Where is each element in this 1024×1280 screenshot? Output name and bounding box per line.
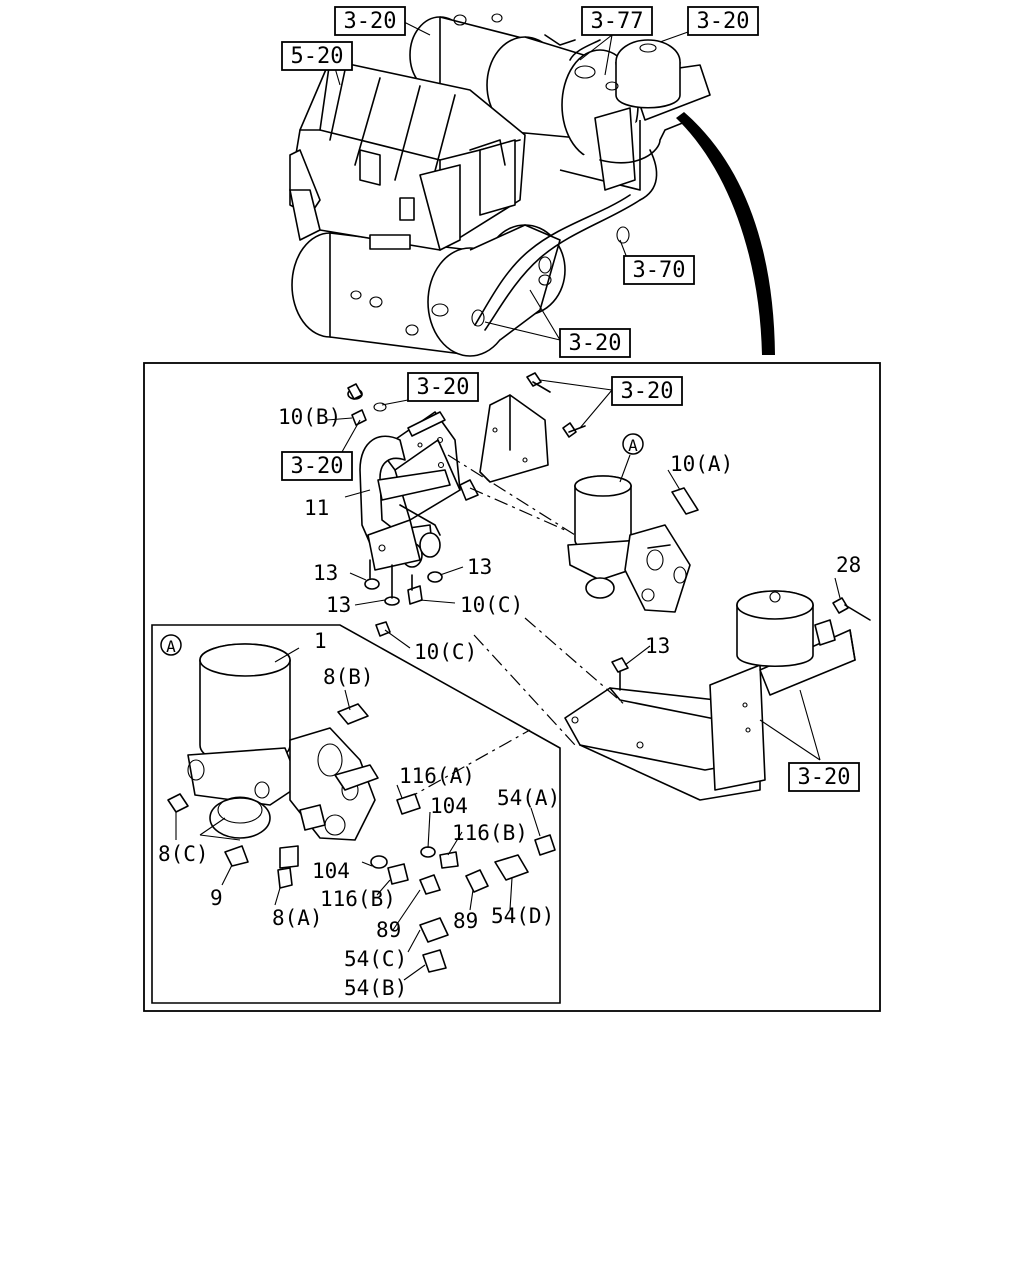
part-label: 8(A) bbox=[272, 906, 323, 930]
view-marker-label: A bbox=[628, 436, 638, 455]
part-label: 11 bbox=[304, 496, 329, 520]
reference-boxes: 3-20 5-20 3-77 3-20 3-70 3-20 3-20 3-20 … bbox=[281, 6, 860, 792]
part-label: 116(A) bbox=[399, 764, 475, 788]
air-dryer-assembly-illustration bbox=[567, 475, 699, 613]
ref-label: 5-20 bbox=[291, 44, 344, 69]
ref-label: 3-70 bbox=[633, 258, 686, 283]
view-marker-a: A bbox=[619, 433, 644, 483]
part-label: 8(C) bbox=[158, 842, 209, 866]
chassis-assembly-illustration bbox=[289, 13, 711, 357]
part-label: 104 bbox=[430, 794, 468, 818]
ref-label: 3-20 bbox=[697, 9, 750, 34]
inset-dryer-illustration bbox=[167, 643, 556, 973]
front-bracket-illustration bbox=[379, 411, 479, 521]
part-label: 89 bbox=[376, 918, 401, 942]
inset-frame bbox=[151, 624, 561, 1004]
part-label: 54(C) bbox=[344, 947, 407, 971]
inset-marker-label: A bbox=[166, 637, 176, 656]
part-label: 116(B) bbox=[320, 887, 396, 911]
part-label: 54(A) bbox=[497, 786, 560, 810]
part-label: 13 bbox=[645, 634, 670, 658]
right-bracket-assembly-illustration bbox=[564, 590, 871, 801]
detail-frame bbox=[143, 362, 881, 1012]
part-label: 13 bbox=[326, 593, 351, 617]
pipe-fasteners-illustration bbox=[347, 383, 443, 637]
part-label: 10(B) bbox=[278, 405, 341, 429]
leader-lines bbox=[175, 21, 841, 981]
ref-label: 3-20 bbox=[569, 331, 622, 356]
pipe-11-illustration bbox=[359, 435, 451, 571]
part-label: 54(B) bbox=[344, 976, 407, 1000]
part-label: 8(B) bbox=[323, 665, 374, 689]
part-label: 1 bbox=[314, 629, 327, 653]
ref-label: 3-20 bbox=[621, 379, 674, 404]
ref-label: 3-20 bbox=[344, 9, 397, 34]
part-labels: 10(B) 11 13 13 13 13 10(A) 10(C) 10(C) 2… bbox=[158, 405, 861, 1000]
inset-marker-a: A bbox=[160, 634, 182, 656]
rear-bracket-illustration bbox=[479, 372, 586, 483]
part-label: 10(A) bbox=[670, 452, 733, 476]
part-label: 54(D) bbox=[491, 904, 554, 928]
part-label: 13 bbox=[313, 561, 338, 585]
ref-label: 3-20 bbox=[291, 454, 344, 479]
detail-pointer-arrow bbox=[676, 112, 775, 355]
part-label: 104 bbox=[312, 859, 350, 883]
ref-label: 3-20 bbox=[798, 765, 851, 790]
ref-label: 3-20 bbox=[417, 375, 470, 400]
part-label: 10(C) bbox=[460, 593, 523, 617]
part-label: 116(B) bbox=[452, 821, 528, 845]
part-label: 28 bbox=[836, 553, 861, 577]
part-label: 9 bbox=[210, 886, 223, 910]
part-label: 10(C) bbox=[414, 640, 477, 664]
alignment-lines bbox=[404, 454, 626, 801]
part-label: 89 bbox=[453, 909, 478, 933]
ref-label: 3-77 bbox=[591, 9, 644, 34]
part-label: 13 bbox=[467, 555, 492, 579]
